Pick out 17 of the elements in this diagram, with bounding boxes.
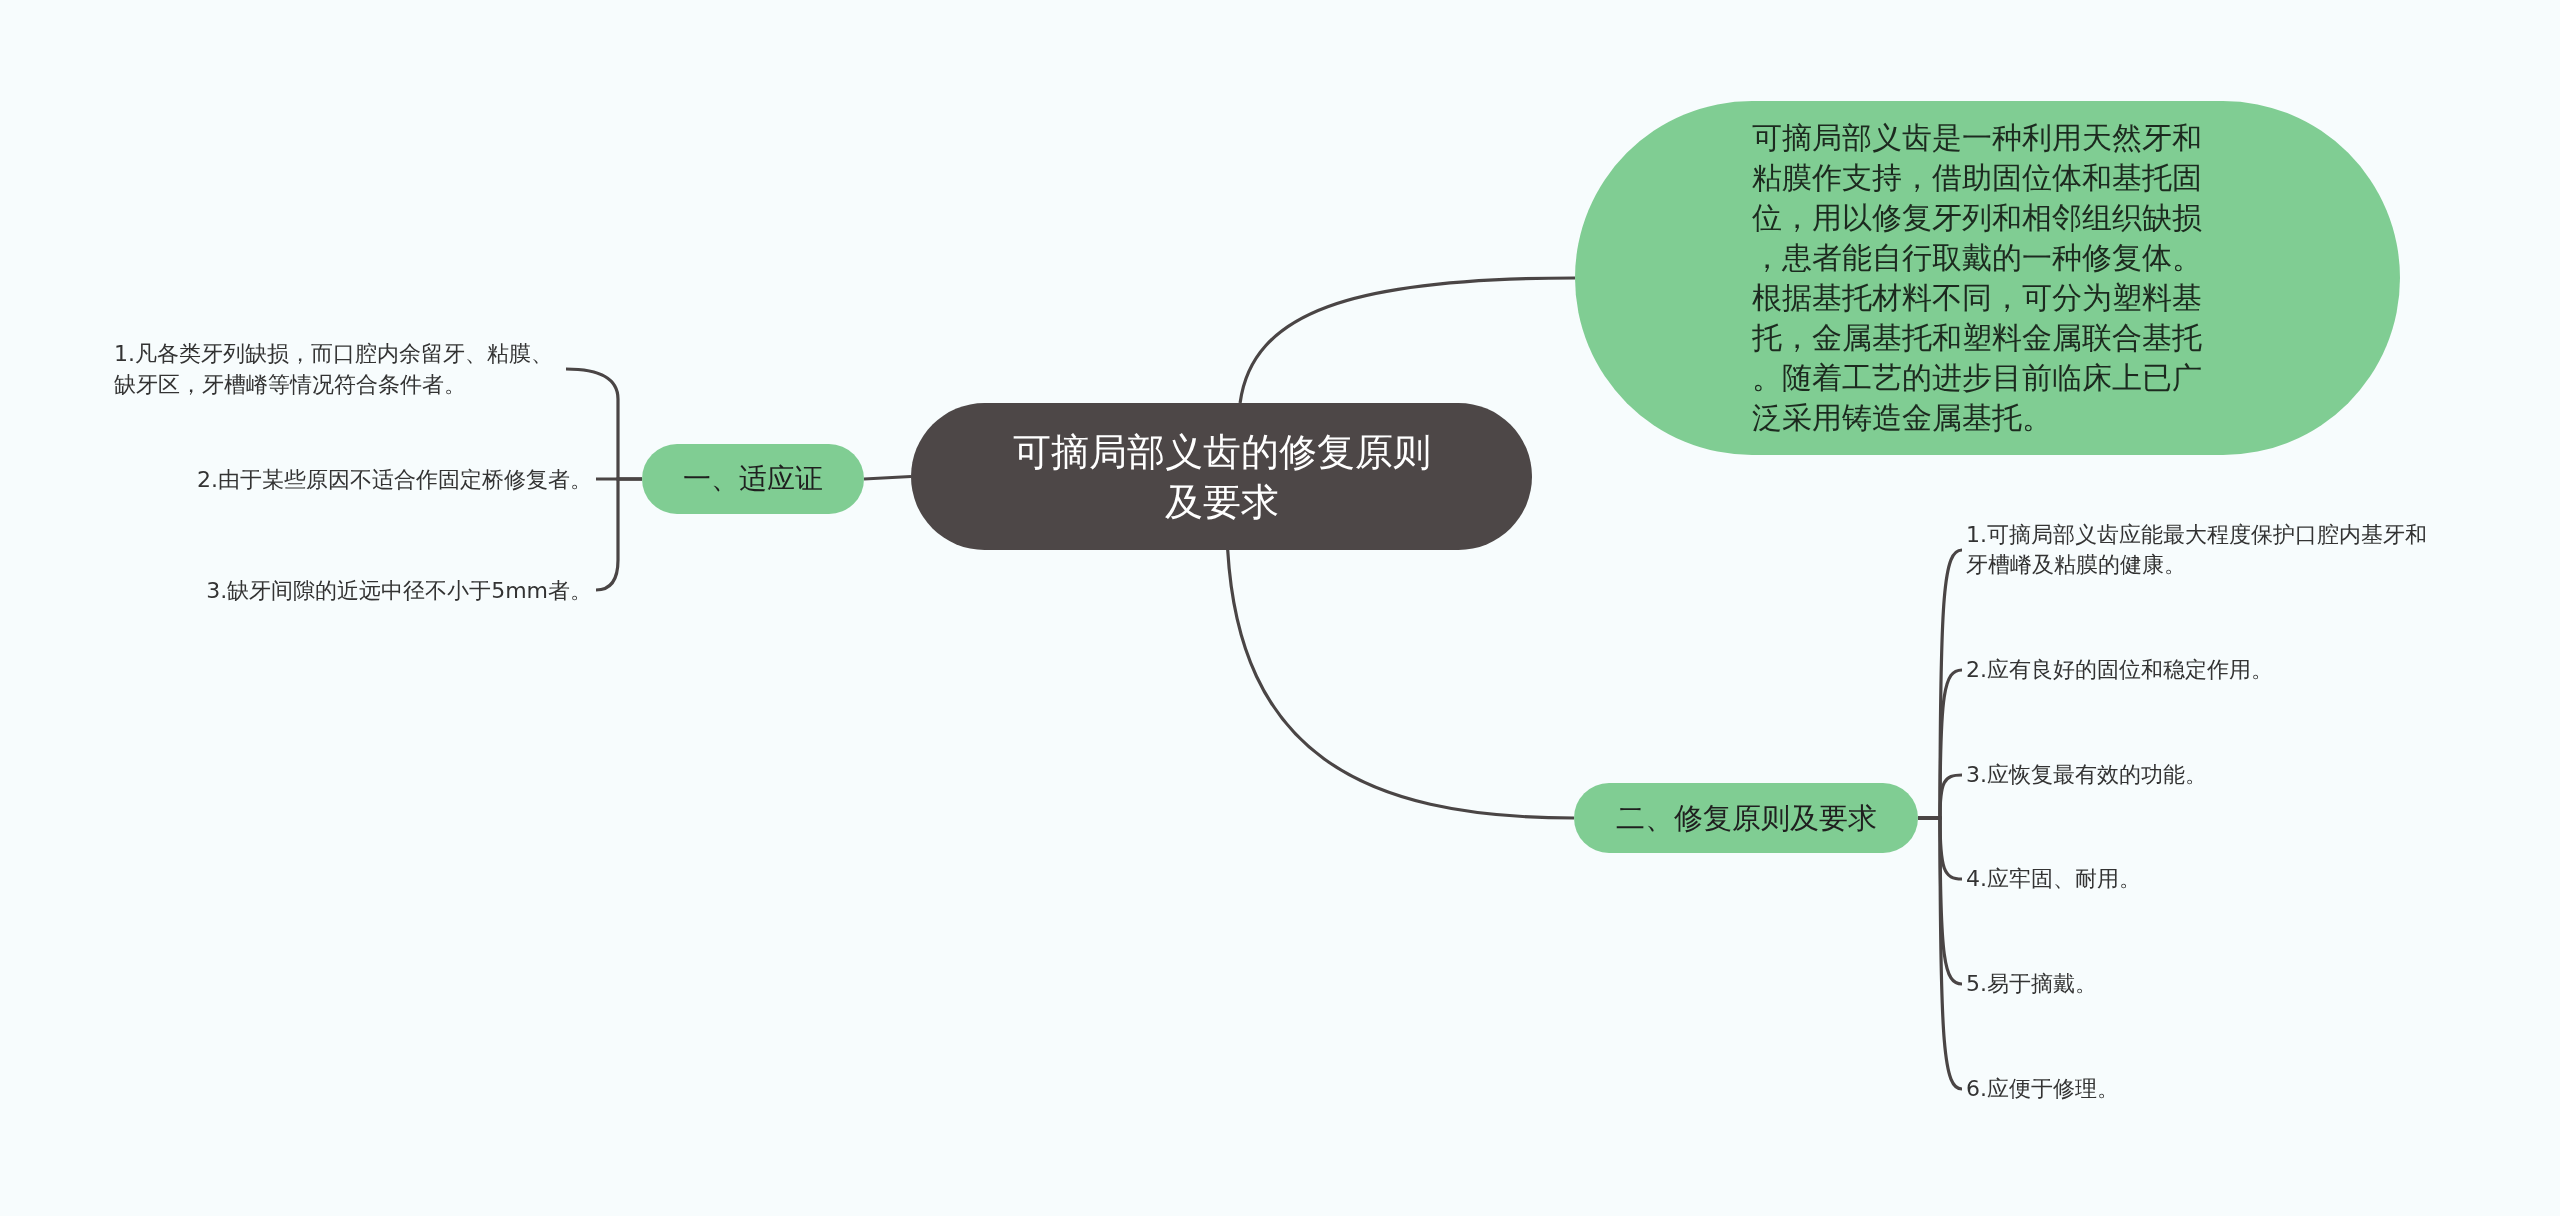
- item-text: 6.应便于修理。: [1962, 1074, 2123, 1104]
- item-text: 1.凡各类牙列缺损，而口腔内余留牙、粘膜、缺牙区，牙槽嵴等情况符合条件者。: [110, 338, 566, 400]
- item-text: 3.缺牙间隙的近远中径不小于5mm者。: [202, 574, 596, 606]
- item-text: 4.应牢固、耐用。: [1962, 864, 2145, 894]
- item-text: 1.可摘局部义齿应能最大程度保护口腔内基牙和牙槽嵴及粘膜的健康。: [1962, 520, 2440, 580]
- item-text: 5.易于摘戴。: [1962, 969, 2101, 999]
- item-text: 2.由于某些原因不适合作固定桥修复者。: [193, 463, 596, 495]
- subtopic-box: 一、适应证: [642, 444, 864, 514]
- connector-line: [1238, 276, 1576, 404]
- connector-line: [1226, 549, 1575, 820]
- connector-line: [1918, 816, 1963, 1091]
- item-text: 3.应恢复最有效的功能。: [1962, 760, 2211, 790]
- topic-box: 可摘局部义齿的修复原则及要求: [911, 403, 1532, 550]
- description-bubble: 可摘局部义齿是一种利用天然牙和粘膜作支持，借助固位体和基托固位，用以修复牙列和相邻组织缺损，患者能自行取戴的一种修复体。根据基托材料不同，可分为塑料基托，金属基托和塑料金属联合基托。随着工艺的进步目前临床上已广泛采用铸造金属基托。: [1575, 101, 2400, 455]
- subtopic-box: 二、修复原则及要求: [1574, 783, 1918, 853]
- connector-line: [863, 474, 912, 481]
- item-text: 2.应有良好的固位和稳定作用。: [1962, 655, 2277, 685]
